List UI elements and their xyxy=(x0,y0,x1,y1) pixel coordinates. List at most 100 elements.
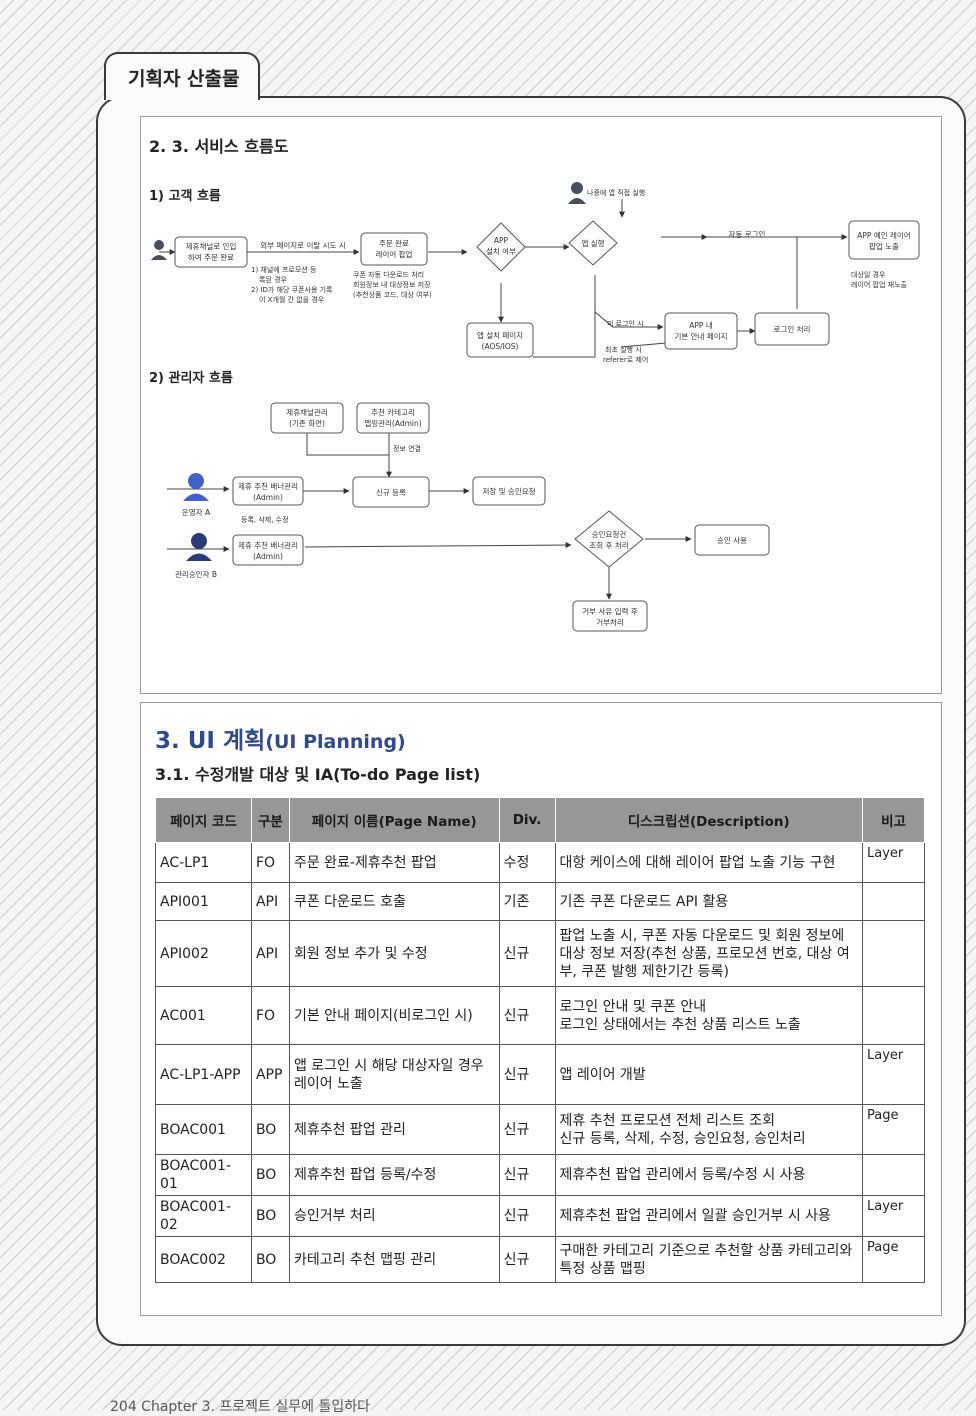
cell-div: 신규 xyxy=(498,1104,556,1155)
box-app-layer-line2: 팝업 노출 xyxy=(869,241,899,251)
cell-code: BOAC002 xyxy=(155,1236,252,1283)
cell-note xyxy=(862,920,925,987)
cell-desc: 대항 케이스에 대해 레이어 팝업 노출 기능 구현 xyxy=(554,842,864,883)
box-use-label: 승인 사용 xyxy=(717,535,747,545)
cell-desc: 제휴추천 팝업 관리에서 일괄 승인거부 시 사용 xyxy=(554,1195,864,1237)
col-header-name: 페이지 이름(Page Name) xyxy=(288,797,500,843)
cell-name: 제휴추천 팝업 등록/수정 xyxy=(288,1154,500,1196)
cell-code: AC-LP1 xyxy=(155,842,252,883)
cell-name: 기본 안내 페이지(비로그인 시) xyxy=(288,986,500,1045)
cell-note: Page xyxy=(862,1236,925,1283)
admin-flow-heading: 2) 관리자 흐름 xyxy=(149,371,233,386)
box-category-line2: 맵핑관리(Admin) xyxy=(364,418,421,428)
box-order-line1: 주문 완료 xyxy=(379,239,409,248)
edge-outside-label: 외부 페이지로 이탈 시도 시 xyxy=(260,240,345,250)
customer-user-icon xyxy=(151,240,167,260)
ui-plan-title: 3. UI 계획(UI Planning) xyxy=(155,721,406,755)
ui-plan-title-sub: (UI Planning) xyxy=(265,731,406,753)
box-install-line1: 앱 설치 페이지 xyxy=(477,330,523,340)
first-run-1: 최초 실행 시 xyxy=(605,345,642,354)
cell-name: 주문 완료-제휴추천 팝업 xyxy=(288,842,500,883)
actor-b-label: 관리승인자 B xyxy=(175,569,217,579)
box-order-line2: 레이어 팝업 xyxy=(376,249,413,259)
approver-b-icon xyxy=(186,533,212,561)
box-entry-line2: 하여 주문 완료 xyxy=(188,252,234,262)
cell-code: AC001 xyxy=(155,986,252,1045)
cell-note xyxy=(862,882,925,921)
cell-name: 쿠폰 다운로드 호출 xyxy=(288,882,500,921)
customer-flow-heading: 1) 고객 흐름 xyxy=(149,189,221,204)
cell-type: BO xyxy=(250,1236,290,1283)
target-note-2: 레이어 팝업 재노출 xyxy=(851,280,908,289)
cell-type: API xyxy=(250,920,290,987)
edit-note-label: 등록, 삭제, 수정 xyxy=(241,515,289,524)
col-header-div: Div. xyxy=(498,797,556,843)
coupon-note-3: (추천상품 코드, 대상 여부) xyxy=(353,290,432,299)
coupon-note-2: 회원정보 내 대상정보 저장 xyxy=(353,280,431,289)
first-run-2: referer로 제어 xyxy=(603,355,648,364)
cell-type: APP xyxy=(250,1044,290,1105)
cell-note: Page xyxy=(862,1104,925,1155)
cell-type: FO xyxy=(250,842,290,883)
cell-type: BO xyxy=(250,1104,290,1155)
cell-code: API002 xyxy=(155,920,252,987)
cell-code: API001 xyxy=(155,882,252,921)
box-new-label: 신규 등록 xyxy=(376,488,406,497)
cell-div: 수정 xyxy=(498,842,556,883)
auto-login-label: 자동 로그인 xyxy=(729,229,766,239)
cond-note-4: 이 X개월 간 없을 경우 xyxy=(259,295,325,304)
cell-code: BOAC001-02 xyxy=(155,1195,252,1237)
cell-type: BO xyxy=(250,1195,290,1237)
diamond-approve-line2: 조회 후 처리 xyxy=(589,541,628,550)
cond-note-1: 1) 채널에 프로모션 등 xyxy=(251,265,317,274)
col-header-type: 구분 xyxy=(250,797,290,843)
cell-note: Layer xyxy=(862,842,925,883)
target-note-1: 대상일 경우 xyxy=(851,270,886,279)
diamond-approve-line1: 승인요청건 xyxy=(592,529,627,539)
ui-plan-subtitle: 3.1. 수정개발 대상 및 IA(To-do Page list) xyxy=(155,765,481,784)
service-flow-panel: 2. 3. 서비스 흐름도 1) 고객 흐름 2) 관리자 흐름 xyxy=(140,116,942,694)
cell-desc: 기존 쿠폰 다운로드 API 활용 xyxy=(554,882,864,921)
cell-name: 승인거부 처리 xyxy=(288,1195,500,1237)
cell-div: 기존 xyxy=(498,882,556,921)
box-category-line1: 추천 카테고리 xyxy=(371,407,415,417)
box-entry-line1: 제휴채널로 인입 xyxy=(186,241,237,251)
cell-desc: 로그인 안내 및 쿠폰 안내 로그인 상태에서는 추천 상품 리스트 노출 xyxy=(554,986,864,1045)
cell-div: 신규 xyxy=(498,986,556,1045)
diamond-app-line1: APP xyxy=(494,236,509,245)
box-banner-b-line2: (Admin) xyxy=(253,552,283,561)
not-logged-label: 미 로그인 시 xyxy=(607,319,644,328)
section-tab: 기획자 산출물 xyxy=(104,52,260,100)
actor-a-label: 운영자 A xyxy=(182,507,211,517)
cell-type: API xyxy=(250,882,290,921)
cell-type: BO xyxy=(250,1154,290,1196)
cell-desc: 앱 레이어 개발 xyxy=(554,1044,864,1105)
diamond-run-label: 앱 실행 xyxy=(581,238,604,248)
box-login-label: 로그인 처리 xyxy=(774,324,811,334)
col-header-note: 비고 xyxy=(862,797,925,843)
page-list-table: 페이지 코드 구분 페이지 이름(Page Name) Div. 디스크립션(D… xyxy=(155,797,925,1283)
info-link-label: 정보 연결 xyxy=(393,444,421,453)
box-banner-b-line1: 제휴 추천 배너관리 xyxy=(238,540,298,550)
cell-code: BOAC001-01 xyxy=(155,1154,252,1196)
cell-name: 카테고리 추천 맵핑 관리 xyxy=(288,1236,500,1283)
cell-desc: 구매한 카테고리 기준으로 추천할 상품 카테고리와 특정 상품 맵핑 xyxy=(554,1236,864,1283)
cell-note: Layer xyxy=(862,1044,925,1105)
ui-planning-panel: 3. UI 계획(UI Planning) 3.1. 수정개발 대상 및 IA(… xyxy=(140,702,942,1316)
cell-div: 신규 xyxy=(498,1236,556,1283)
box-channel-line2: (기존 화면) xyxy=(289,418,325,428)
box-channel-line1: 제휴채널관리 xyxy=(286,407,327,417)
box-reject-line1: 거부 사유 입력 후 xyxy=(582,607,638,616)
flow-diagram: 제휴채널로 인입 하여 주문 완료 외부 페이지로 이탈 시도 시 주문 완료 … xyxy=(151,182,920,632)
operator-a-icon xyxy=(183,473,209,501)
col-header-desc: 디스크립션(Description) xyxy=(554,797,864,843)
cell-note xyxy=(862,986,925,1045)
box-install-line2: (AOS/IOS) xyxy=(482,342,519,351)
